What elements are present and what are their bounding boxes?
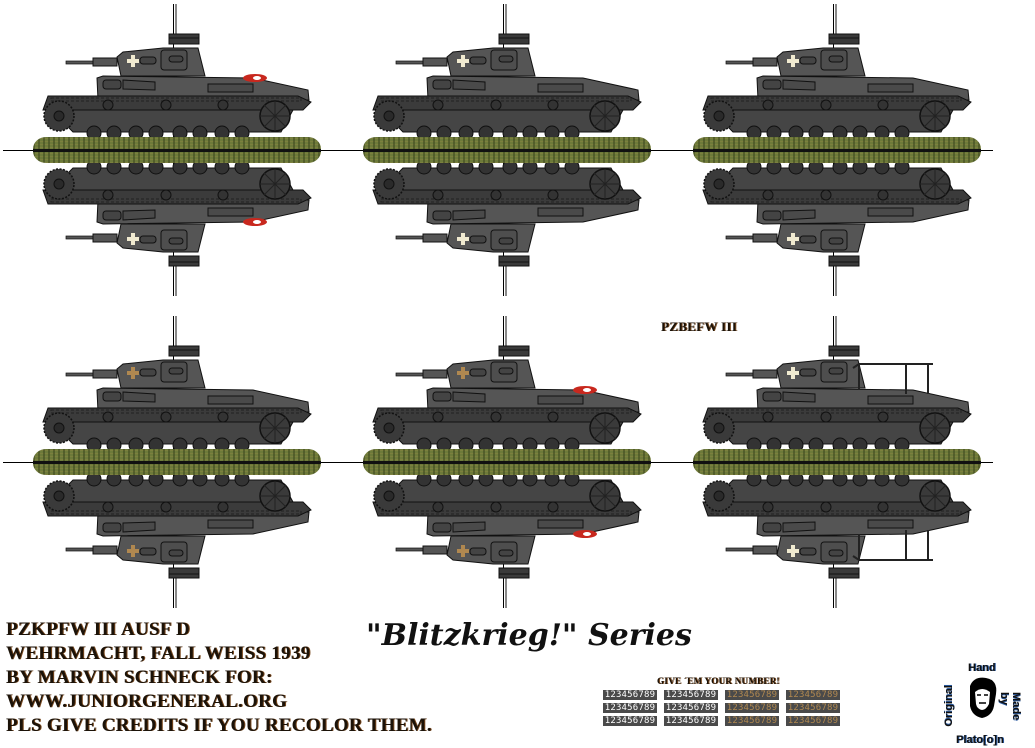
- credit-bottom: Plato[o]n: [956, 734, 1004, 746]
- credit-left: Original: [942, 685, 955, 727]
- tank-cell: [663, 312, 993, 612]
- tank-side-view: [702, 316, 972, 453]
- info-line-website: WWW.JUNIORGENERAL.ORG: [6, 691, 288, 712]
- number-plate: 123456789: [786, 716, 840, 726]
- numbers-heading: GIVE ´EM YOUR NUMBER!: [657, 676, 780, 686]
- number-plate: 123456789: [725, 716, 779, 726]
- fold-line-base: [363, 149, 651, 152]
- tank-cell: [3, 312, 333, 612]
- number-plate: 123456789: [603, 690, 657, 700]
- info-block: PZKPFW III AUSF D WEHRMACHT, FALL WEISS …: [6, 618, 432, 738]
- info-line-author: BY MARVIN SCHNECK FOR:: [6, 667, 273, 688]
- series-title: "Blitzkrieg!" Series: [366, 618, 692, 653]
- credit-top: Hand: [968, 662, 996, 674]
- variant-label: PZBEFW III: [661, 319, 738, 334]
- tank-cell: [663, 0, 993, 300]
- credit-badge: Hand Original Made by Plato[o]n: [942, 660, 1026, 748]
- tank-side-view: [42, 316, 312, 453]
- tank-cell: [333, 312, 663, 612]
- fold-line-base: [693, 461, 981, 464]
- tank-side-view: [372, 4, 642, 141]
- tank-cell: [333, 0, 663, 300]
- tank-side-view: [702, 4, 972, 141]
- fold-line-base: [33, 149, 321, 152]
- tank-side-view-mirrored: [372, 159, 642, 296]
- fold-line-base: [33, 461, 321, 464]
- tank-side-view-mirrored: [42, 159, 312, 296]
- info-line-unit: WEHRMACHT, FALL WEISS 1939: [6, 643, 311, 664]
- info-line-model: PZKPFW III AUSF D: [6, 619, 191, 640]
- tank-side-view-mirrored: [702, 471, 972, 608]
- fold-line-base: [693, 149, 981, 152]
- fold-line-base: [363, 461, 651, 464]
- tank-side-view: [372, 316, 642, 453]
- tank-cell: [3, 0, 333, 300]
- number-plate: 123456789: [664, 690, 718, 700]
- tank-side-view-mirrored: [42, 471, 312, 608]
- number-plate: 123456789: [603, 703, 657, 713]
- number-plate: 123456789: [664, 716, 718, 726]
- number-plate: 123456789: [725, 690, 779, 700]
- number-plate: 123456789: [603, 716, 657, 726]
- info-line-credits: PLS GIVE CREDITS IF YOU RECOLOR THEM.: [6, 715, 432, 736]
- number-plate: 123456789: [664, 703, 718, 713]
- tank-side-view-mirrored: [372, 471, 642, 608]
- tank-side-view: [42, 4, 312, 141]
- number-plate: 123456789: [725, 703, 779, 713]
- number-plate: 123456789: [786, 690, 840, 700]
- portrait-icon: [970, 677, 997, 718]
- number-plate: 123456789: [786, 703, 840, 713]
- credit-right: Made by: [998, 692, 1022, 721]
- tank-side-view-mirrored: [702, 159, 972, 296]
